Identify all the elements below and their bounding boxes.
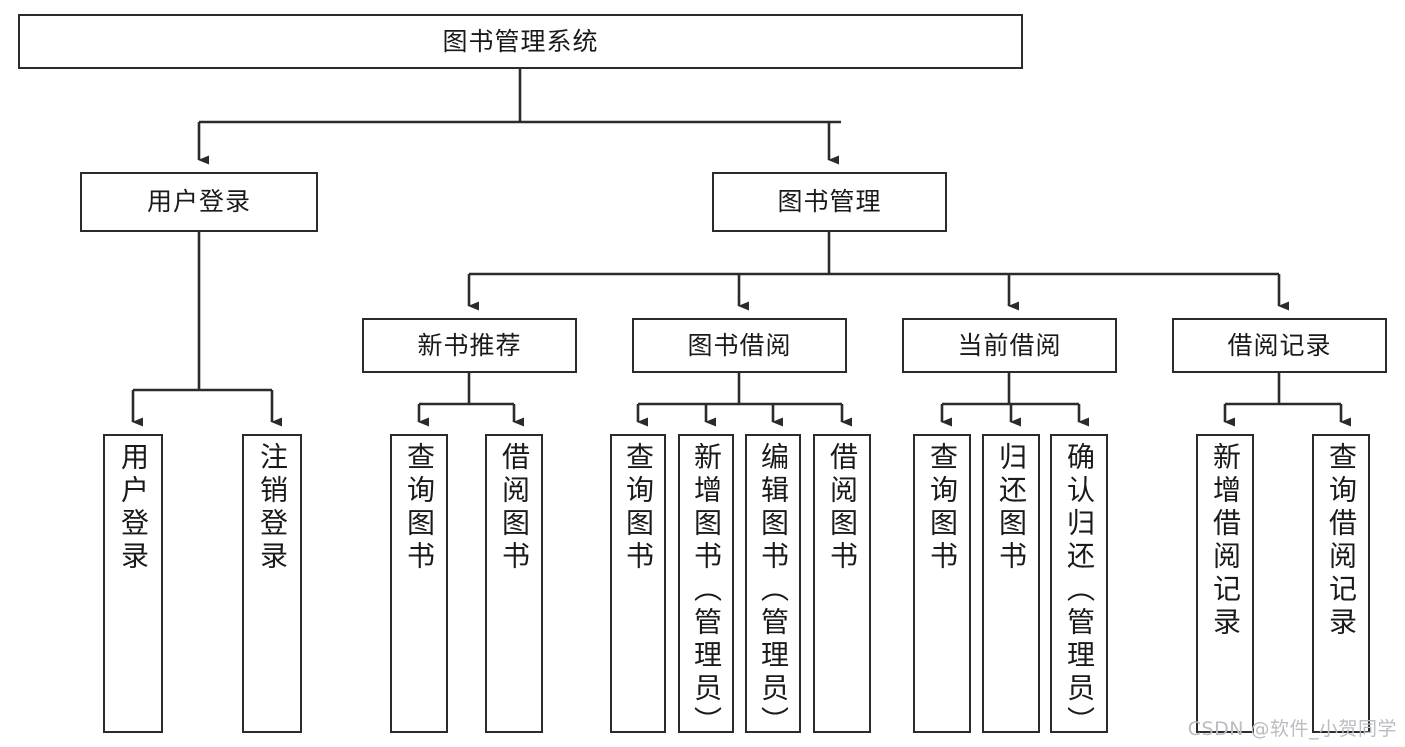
node-leaf-borrow-book-1-label: 借阅图书	[498, 442, 531, 574]
node-leaf-return-book-label: 归还图书	[995, 442, 1028, 574]
node-leaf-add-book-admin-label: 新增图书（管理员）	[690, 442, 723, 739]
node-leaf-confirm-return-admin[interactable]: 确认归还（管理员）	[1050, 434, 1109, 739]
node-leaf-user-logout[interactable]: 注销登录	[242, 434, 303, 734]
node-book-manage[interactable]: 图书管理	[712, 172, 948, 233]
node-leaf-query-book-1-label: 查询图书	[403, 442, 436, 574]
node-leaf-borrow-book-2-label: 借阅图书	[826, 442, 859, 574]
node-book-borrow[interactable]: 图书借阅	[632, 318, 848, 374]
node-current-borrow-label: 当前借阅	[957, 330, 1062, 360]
node-new-book-rec[interactable]: 新书推荐	[362, 318, 578, 374]
node-root[interactable]: 图书管理系统	[18, 14, 1024, 70]
node-leaf-query-book-1[interactable]: 查询图书	[390, 434, 449, 734]
node-borrow-record-label: 借阅记录	[1227, 330, 1332, 360]
node-book-manage-label: 图书管理	[777, 187, 882, 217]
node-leaf-user-login-label: 用户登录	[117, 442, 150, 574]
node-leaf-borrow-book-2[interactable]: 借阅图书	[813, 434, 872, 734]
node-leaf-user-login[interactable]: 用户登录	[103, 434, 164, 734]
node-leaf-query-borrow-record-label: 查询借阅记录	[1325, 442, 1358, 640]
node-leaf-query-book-2[interactable]: 查询图书	[610, 434, 667, 734]
node-leaf-query-borrow-record[interactable]: 查询借阅记录	[1312, 434, 1371, 734]
node-borrow-record[interactable]: 借阅记录	[1172, 318, 1388, 374]
csdn-watermark: CSDN @软件_小贺同学	[1187, 718, 1397, 740]
node-leaf-user-logout-label: 注销登录	[256, 442, 289, 574]
node-current-borrow[interactable]: 当前借阅	[902, 318, 1118, 374]
node-leaf-add-borrow-record[interactable]: 新增借阅记录	[1196, 434, 1255, 734]
node-new-book-rec-label: 新书推荐	[417, 330, 522, 360]
node-book-borrow-label: 图书借阅	[687, 330, 792, 360]
node-leaf-edit-book-admin-label: 编辑图书（管理员）	[757, 442, 790, 739]
node-leaf-confirm-return-admin-label: 确认归还（管理员）	[1063, 442, 1096, 739]
node-leaf-query-book-3[interactable]: 查询图书	[913, 434, 972, 734]
node-leaf-return-book[interactable]: 归还图书	[982, 434, 1041, 734]
node-leaf-query-book-2-label: 查询图书	[622, 442, 655, 574]
node-leaf-add-borrow-record-label: 新增借阅记录	[1209, 442, 1242, 640]
node-root-label: 图书管理系统	[442, 26, 599, 56]
node-leaf-query-book-3-label: 查询图书	[926, 442, 959, 574]
node-leaf-borrow-book-1[interactable]: 借阅图书	[485, 434, 544, 734]
node-user-login-label: 用户登录	[146, 187, 251, 217]
node-user-login[interactable]: 用户登录	[80, 172, 319, 233]
node-leaf-edit-book-admin[interactable]: 编辑图书（管理员）	[745, 434, 802, 739]
node-leaf-add-book-admin[interactable]: 新增图书（管理员）	[678, 434, 735, 739]
